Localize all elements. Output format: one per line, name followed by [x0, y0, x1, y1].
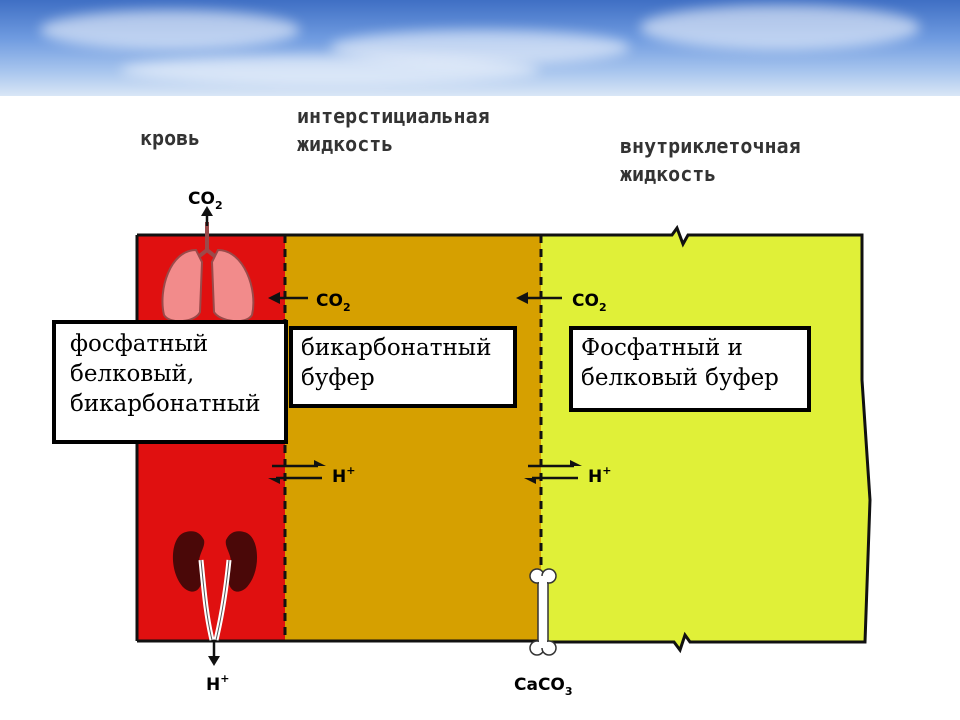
buffer-box-blood: фосфатный белковый, бикарбонатный	[52, 320, 288, 444]
sky-banner	[0, 0, 960, 96]
h-excrete-arrow	[208, 640, 220, 666]
buffer-box-intracellular: Фосфатный и белковый буфер	[569, 326, 811, 412]
co2-arrow-right	[516, 292, 562, 304]
co2-label-mid1: CO2	[316, 291, 351, 314]
co2-arrow-left	[268, 292, 308, 304]
h-label-left: H+	[332, 464, 355, 487]
co2-label-mid2: CO2	[572, 291, 607, 314]
header-intracellular: внутриклеточная жидкость	[620, 134, 801, 186]
caco3-label: CaCO3	[514, 675, 573, 698]
bone-icon	[529, 568, 557, 656]
h-exchange-arrows-left	[268, 460, 326, 484]
header-blood: кровь	[140, 126, 201, 150]
header-interstitial: интерстициальная жидкость	[297, 104, 490, 156]
co2-label-top: CO2	[188, 189, 223, 212]
lungs-icon	[161, 222, 255, 323]
buffer-box-interstitial: бикарбонатный буфер	[289, 326, 517, 408]
interstitial-compartment	[285, 235, 541, 640]
co2-exhale-arrow	[201, 206, 213, 226]
h-label-bottom: H+	[206, 672, 229, 695]
h-label-right: H+	[588, 464, 611, 487]
h-exchange-arrows-right	[524, 460, 582, 484]
kidneys-icon	[172, 531, 258, 641]
